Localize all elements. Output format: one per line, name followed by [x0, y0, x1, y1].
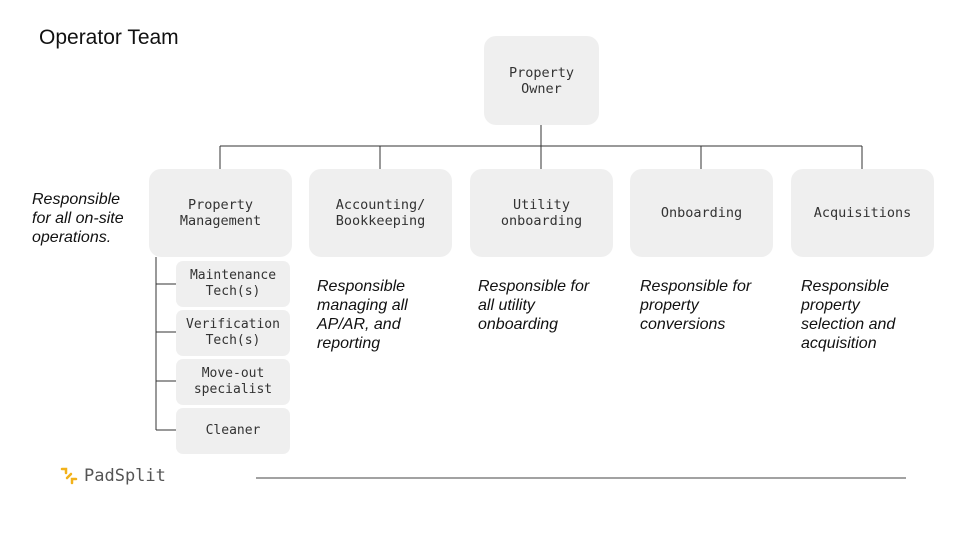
node-accounting-bookkeeping: Accounting/ Bookkeeping [309, 169, 452, 257]
description-acquisitions: Responsible property selection and acqui… [801, 278, 896, 352]
node-verification-techs: Verification Tech(s) [176, 310, 290, 356]
page-title: Operator Team [39, 26, 179, 49]
node-onboarding: Onboarding [630, 169, 773, 257]
description-utility-onboarding: Responsible for all utility onboarding [478, 278, 590, 333]
description-accounting-bookkeeping: Responsible managing all AP/AR, and repo… [317, 278, 408, 352]
node-cleaner: Cleaner [176, 408, 290, 454]
node-property-owner: Property Owner [484, 36, 599, 125]
node-utility-onboarding: Utility onboarding [470, 169, 613, 257]
brand-name: PadSplit [84, 466, 166, 486]
brand-logo: PadSplit [60, 466, 166, 486]
node-maintenance-techs: Maintenance Tech(s) [176, 261, 290, 307]
description-property-management: Responsible for all on-site operations. [32, 191, 124, 246]
padsplit-logo-icon [60, 467, 78, 485]
node-acquisitions: Acquisitions [791, 169, 934, 257]
description-onboarding: Responsible for property conversions [640, 278, 752, 333]
node-property-management: Property Management [149, 169, 292, 257]
node-move-out-specialist: Move-out specialist [176, 359, 290, 405]
